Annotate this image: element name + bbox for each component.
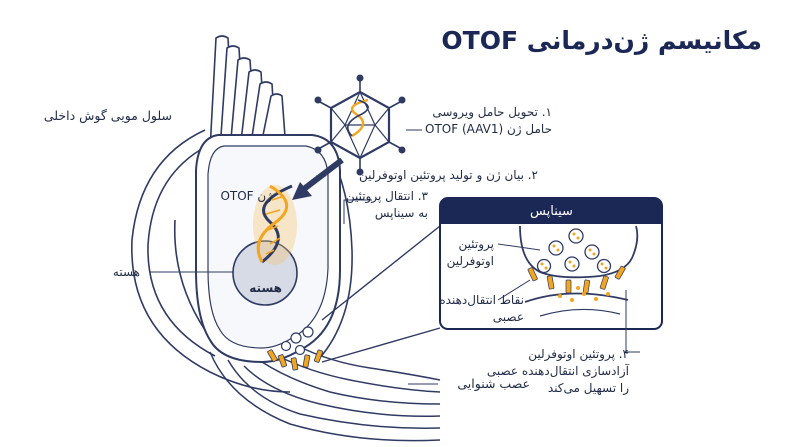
zoom-lines	[321, 225, 441, 363]
otoferlin-line1: پروتئین	[458, 237, 494, 251]
step4-label: ۴. پروتئین اوتوفرلین آزادسازی انتقال‌دهن…	[487, 346, 629, 397]
gene-label: ژن OTOF	[220, 189, 272, 203]
otoferlin-line2: اوتوفرلین	[446, 254, 494, 268]
hair-cell-label: سلول مویی گوش داخلی	[43, 108, 172, 123]
nucleus	[232, 240, 298, 306]
synapse-panel	[439, 197, 663, 330]
step1-label: ۱. تحویل حامل ویروسی حامل ژن OTOF (AAV1)	[425, 104, 552, 138]
step1-line1: ۱. تحویل حامل ویروسی	[432, 105, 552, 119]
step1-line2: حامل ژن OTOF (AAV1)	[425, 122, 552, 136]
synapse-title: سیناپس	[530, 204, 573, 219]
step3-line2: به سیناپس	[374, 206, 428, 220]
otof-dna-icon	[253, 184, 297, 265]
otoferlin-label: پروتئین اوتوفرلین	[447, 236, 494, 270]
step2-label: ۲. بیان ژن و تولید پروتئین اوتوفرلین	[358, 168, 538, 182]
release-sites-label: نقاط انتقال‌دهنده عصبی	[439, 292, 524, 326]
step4-line1: ۴. پروتئین اوتوفرلین	[528, 347, 629, 361]
page-title: مکانیسم ژن‌درمانی OTOF	[441, 26, 762, 55]
nucleus-inner-label: هسته	[249, 281, 282, 295]
stereocilia	[209, 35, 287, 151]
aav-virus-icon	[314, 74, 406, 176]
leader-lines	[150, 129, 640, 385]
step4-line3: را تسهیل می‌کند	[547, 381, 629, 395]
cell-synapse-region	[267, 326, 323, 371]
step4-line2: آزادسازی انتقال‌دهنده عصبی	[486, 364, 629, 378]
step3-line1: ۳. انتقال پروتئین	[345, 189, 428, 203]
release-line2: عصبی	[492, 310, 524, 324]
nerve-label: عصب شنوایی	[457, 376, 530, 391]
nucleus-outer-label: هسته	[112, 265, 140, 279]
release-line1: نقاط انتقال‌دهنده	[439, 293, 524, 307]
step3-label: ۳. انتقال پروتئین به سیناپس	[346, 188, 428, 222]
auditory-nerve	[209, 345, 441, 442]
